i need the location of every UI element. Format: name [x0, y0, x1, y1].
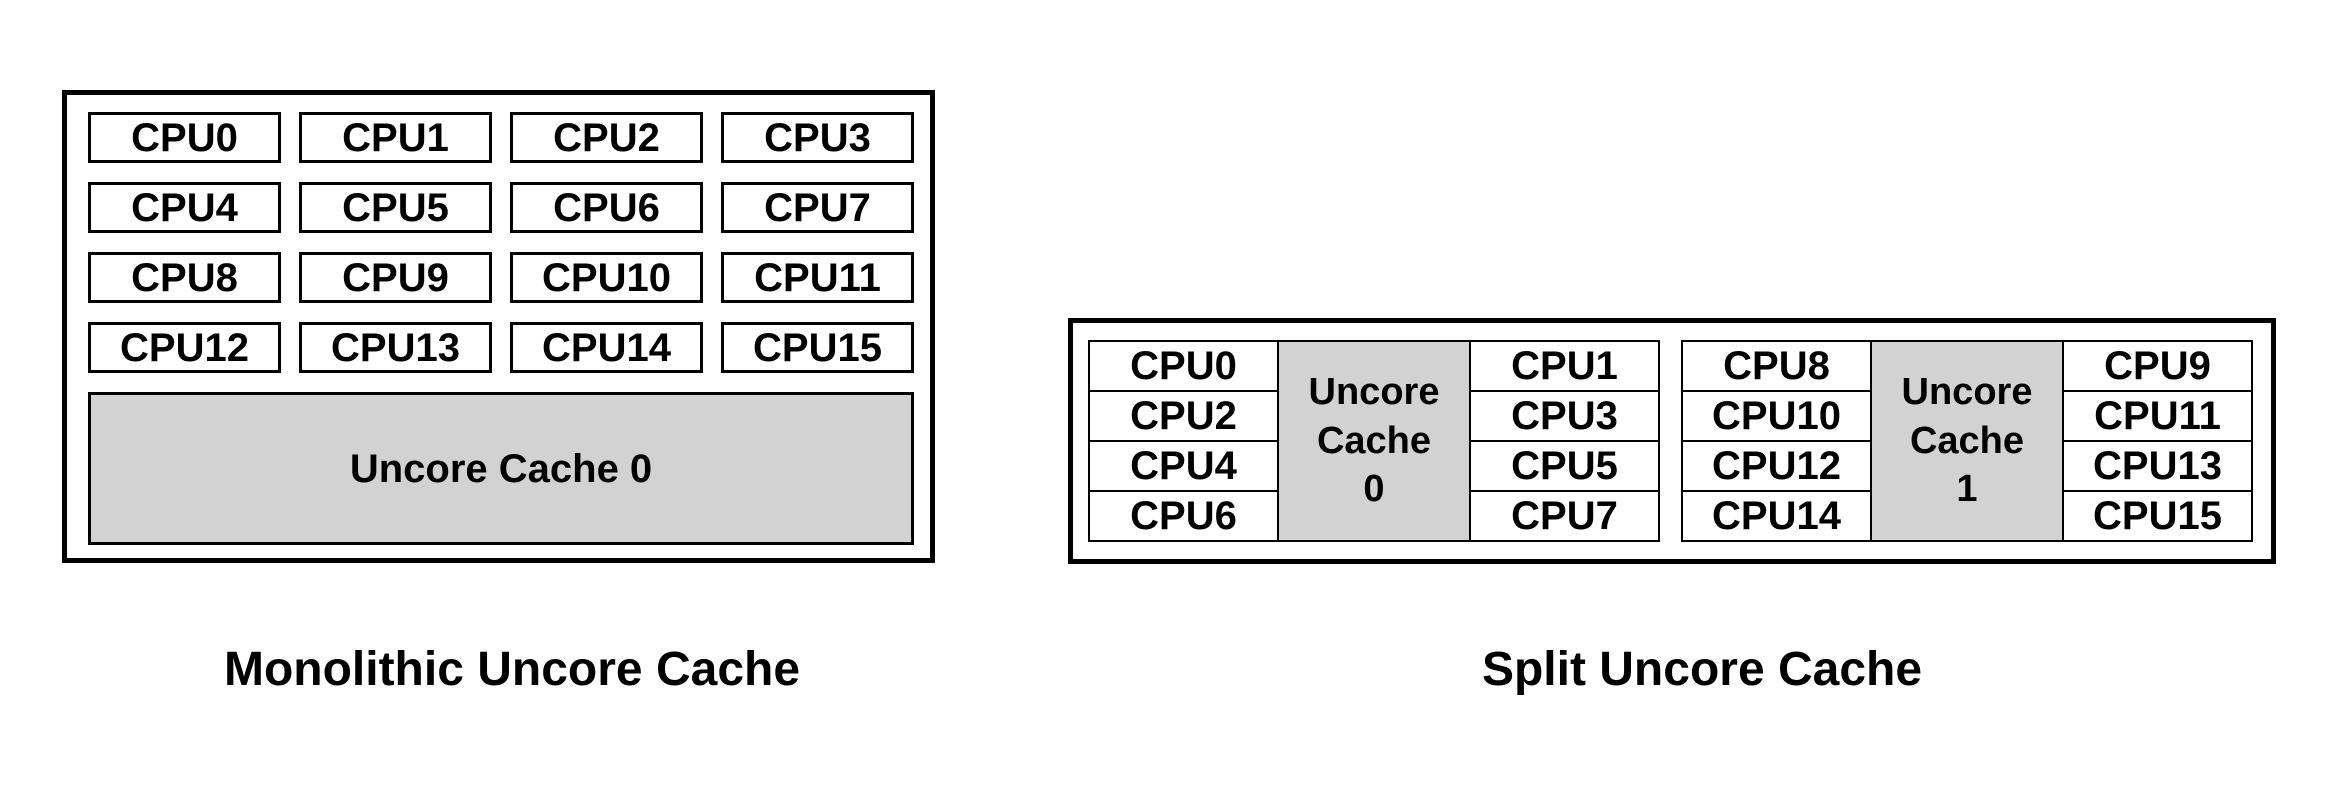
cpu-box: CPU12 — [88, 322, 281, 373]
cpu-cell: CPU14 — [1683, 492, 1870, 540]
cpu-box: CPU15 — [721, 322, 914, 373]
cpu-box: CPU14 — [510, 322, 703, 373]
cache-label-line: Cache — [1316, 419, 1432, 462]
cpu-cell: CPU15 — [2064, 492, 2251, 540]
cache-label-line: Uncore — [1901, 371, 2033, 414]
cpu-cell: CPU9 — [2064, 342, 2251, 390]
cpu-box: CPU9 — [299, 252, 492, 303]
cpu-cell: CPU0 — [1090, 342, 1277, 390]
uncore-cache-0-box: Uncore Cache 0 — [88, 392, 914, 545]
cpu-box: CPU0 — [88, 112, 281, 163]
cpu-cell: CPU11 — [2064, 392, 2251, 440]
cache-label-line: Uncore — [1308, 371, 1440, 414]
cpu-box: CPU5 — [299, 182, 492, 233]
cache-label-line: Cache — [1909, 419, 2025, 462]
cpu-cell: CPU6 — [1090, 492, 1277, 540]
monolithic-caption: Monolithic Uncore Cache — [223, 643, 801, 696]
cpu-cell: CPU4 — [1090, 442, 1277, 490]
cpu-cell: CPU2 — [1090, 392, 1277, 440]
cpu-box: CPU13 — [299, 322, 492, 373]
cpu-box: CPU1 — [299, 112, 492, 163]
cpu-cell: CPU10 — [1683, 392, 1870, 440]
cpu-box: CPU3 — [721, 112, 914, 163]
cpu-box: CPU8 — [88, 252, 281, 303]
cpu-cell: CPU13 — [2064, 442, 2251, 490]
cpu-box: CPU10 — [510, 252, 703, 303]
uncore-cache-0-label: Uncore Cache 0 — [349, 446, 653, 491]
cpu-box: CPU2 — [510, 112, 703, 163]
cpu-cell: CPU8 — [1683, 342, 1870, 390]
cpu-box: CPU6 — [510, 182, 703, 233]
cpu-box: CPU7 — [721, 182, 914, 233]
cpu-box: CPU4 — [88, 182, 281, 233]
cache-label-line: 0 — [1363, 468, 1385, 511]
split-caption: Split Uncore Cache — [1481, 643, 1923, 696]
cpu-box: CPU11 — [721, 252, 914, 303]
cpu-cell: CPU7 — [1471, 492, 1658, 540]
cpu-cell: CPU5 — [1471, 442, 1658, 490]
cpu-cell: CPU3 — [1471, 392, 1658, 440]
cpu-cell: CPU1 — [1471, 342, 1658, 390]
cpu-cell: CPU12 — [1683, 442, 1870, 490]
cache-label-line: 1 — [1956, 468, 1978, 511]
